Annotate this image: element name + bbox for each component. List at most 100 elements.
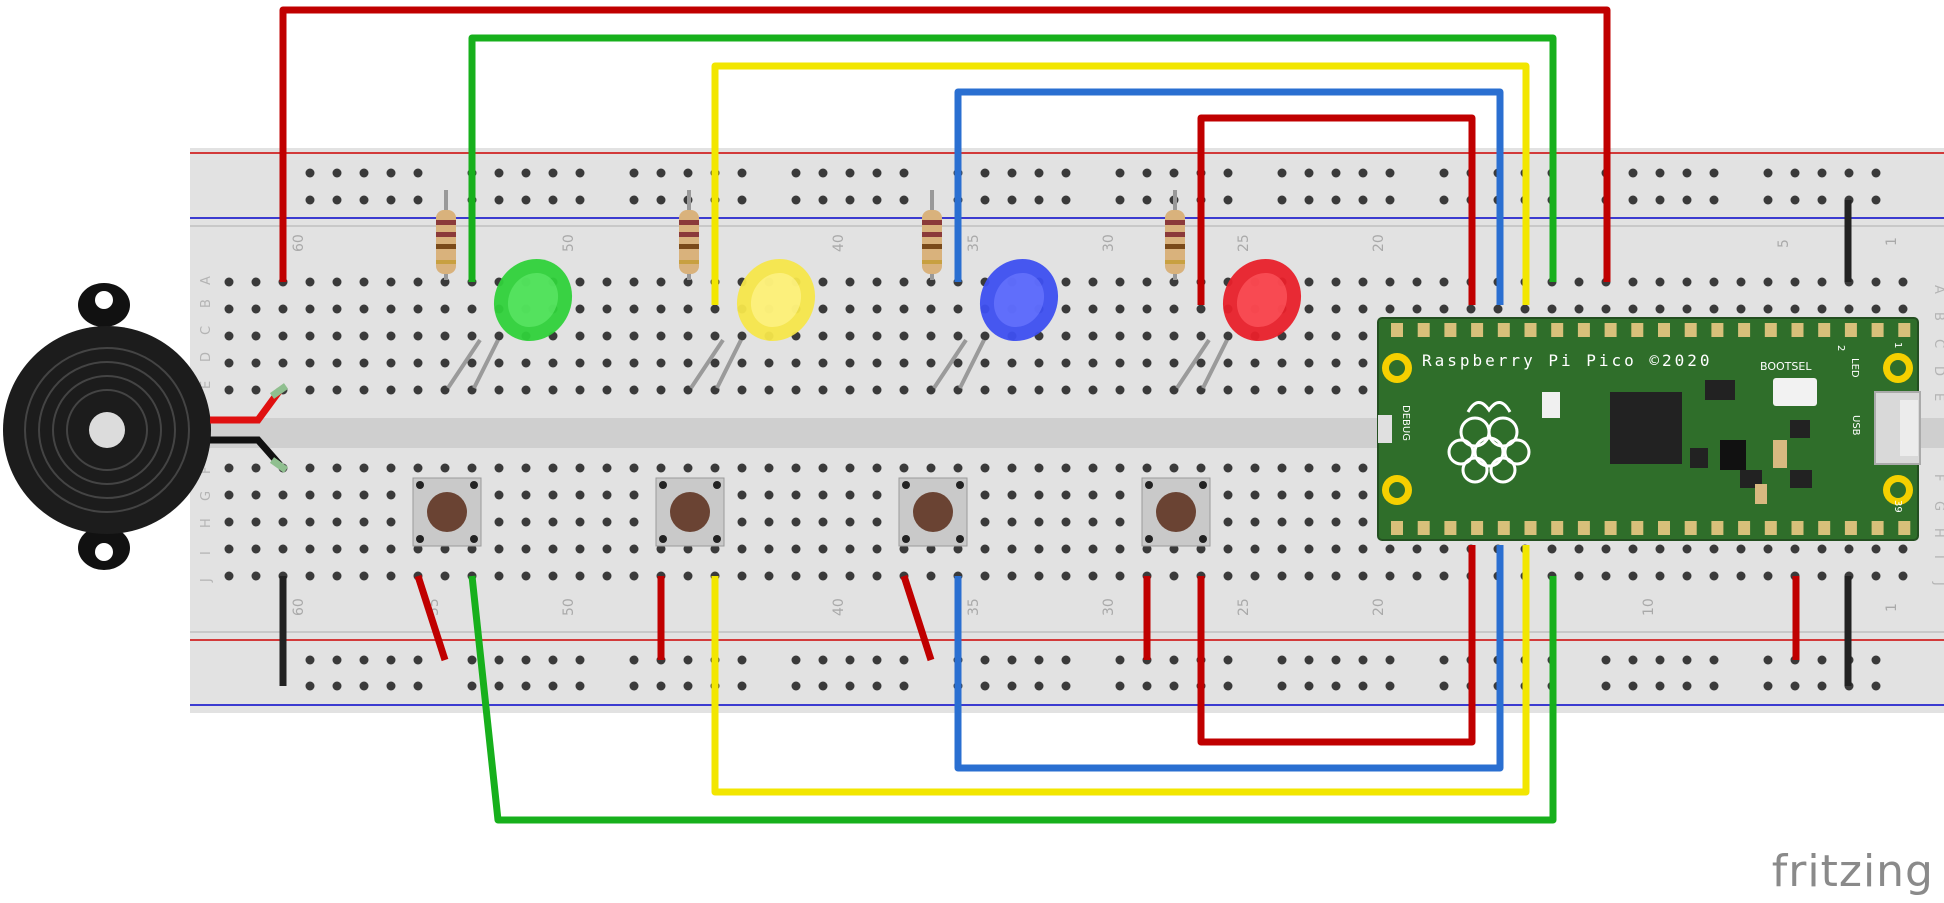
leds [446, 258, 1302, 390]
breadboard-hole [494, 331, 504, 341]
breadboard-hole [845, 490, 855, 500]
breadboard-hole [1790, 544, 1800, 554]
breadboard-hole [1277, 463, 1287, 473]
breadboard-hole [899, 358, 909, 368]
breadboard-hole [1277, 655, 1287, 665]
breadboard-hole [332, 544, 342, 554]
breadboard-hole [521, 681, 531, 691]
pico-pin [1818, 323, 1831, 337]
breadboard-hole [575, 571, 585, 581]
breadboard-hole [1817, 681, 1827, 691]
breadboard-hole [872, 358, 882, 368]
pico-pin [1658, 521, 1670, 535]
breadboard-hole [1304, 385, 1314, 395]
breadboard-hole [1007, 655, 1017, 665]
breadboard-hole [737, 195, 747, 205]
breadboard-hole [521, 571, 531, 581]
breadboard-hole [1061, 681, 1071, 691]
breadboard-hole [1655, 544, 1665, 554]
breadboard-hole [305, 655, 315, 665]
breadboard-hole [494, 168, 504, 178]
breadboard-hole [1547, 544, 1557, 554]
breadboard-hole [764, 571, 774, 581]
breadboard-hole [1331, 358, 1341, 368]
col-number: 35 [966, 234, 982, 252]
breadboard-hole [224, 490, 234, 500]
led-red [1175, 258, 1302, 390]
col-number: 35 [966, 598, 982, 616]
breadboard-hole [1331, 277, 1341, 287]
breadboard-hole [1682, 571, 1692, 581]
breadboard-hole [1142, 463, 1152, 473]
breadboard-hole [1844, 304, 1854, 314]
breadboard-hole [845, 544, 855, 554]
breadboard-hole [953, 358, 963, 368]
breadboard-hole [1790, 168, 1800, 178]
breadboard-hole [1871, 681, 1881, 691]
breadboard-hole [1061, 517, 1071, 527]
breadboard-hole [1169, 385, 1179, 395]
breadboard-hole [710, 331, 720, 341]
breadboard-hole [1682, 168, 1692, 178]
breadboard-hole [332, 490, 342, 500]
breadboard-hole [1682, 681, 1692, 691]
pico-pin [1551, 521, 1564, 535]
breadboard-hole [548, 517, 558, 527]
breadboard-hole [1763, 168, 1773, 178]
breadboard-hole [305, 168, 315, 178]
breadboard-hole [1709, 195, 1719, 205]
breadboard-hole [1736, 304, 1746, 314]
breadboard-hole [1169, 463, 1179, 473]
breadboard-hole [1250, 358, 1260, 368]
breadboard-hole [710, 304, 720, 314]
breadboard-hole [737, 490, 747, 500]
breadboard-hole [1142, 385, 1152, 395]
breadboard-hole [548, 463, 558, 473]
breadboard-hole [1061, 544, 1071, 554]
breadboard-hole [1682, 655, 1692, 665]
breadboard-hole [953, 331, 963, 341]
breadboard-hole [1439, 195, 1449, 205]
col-number: 50 [561, 234, 577, 252]
breadboard-hole [1277, 571, 1287, 581]
breadboard-hole [1034, 490, 1044, 500]
breadboard-hole [1358, 358, 1368, 368]
breadboard-hole [926, 331, 936, 341]
breadboard-hole [1034, 655, 1044, 665]
breadboard-hole [224, 331, 234, 341]
breadboard-hole [1763, 304, 1773, 314]
breadboard-hole [899, 304, 909, 314]
breadboard-hole [656, 277, 666, 287]
breadboard-hole [548, 195, 558, 205]
breadboard-hole [1763, 544, 1773, 554]
wire-red [1197, 545, 1476, 746]
breadboard-hole [845, 277, 855, 287]
breadboard-hole [1061, 385, 1071, 395]
pico-pin [1738, 323, 1751, 337]
pico-pin [1577, 323, 1590, 337]
breadboard-hole [1358, 490, 1368, 500]
breadboard-hole [1547, 304, 1557, 314]
breadboard-hole [1655, 277, 1665, 287]
breadboard-hole [1574, 304, 1584, 314]
breadboard-hole [332, 195, 342, 205]
breadboard-hole [764, 544, 774, 554]
breadboard-hole [1385, 168, 1395, 178]
breadboard-hole [494, 517, 504, 527]
breadboard-hole [1628, 681, 1638, 691]
breadboard-hole [305, 517, 315, 527]
breadboard-hole [1763, 681, 1773, 691]
breadboard-hole [683, 544, 693, 554]
breadboard-hole [1709, 277, 1719, 287]
breadboard-hole [1061, 277, 1071, 287]
breadboard-hole [467, 544, 477, 554]
breadboard-hole [872, 544, 882, 554]
breadboard-hole [359, 463, 369, 473]
breadboard-hole [1817, 277, 1827, 287]
breadboard-hole [656, 195, 666, 205]
breadboard-hole [1223, 331, 1233, 341]
breadboard-hole [1385, 277, 1395, 287]
breadboard-hole [251, 571, 261, 581]
breadboard-hole [1034, 358, 1044, 368]
breadboard-hole [602, 277, 612, 287]
